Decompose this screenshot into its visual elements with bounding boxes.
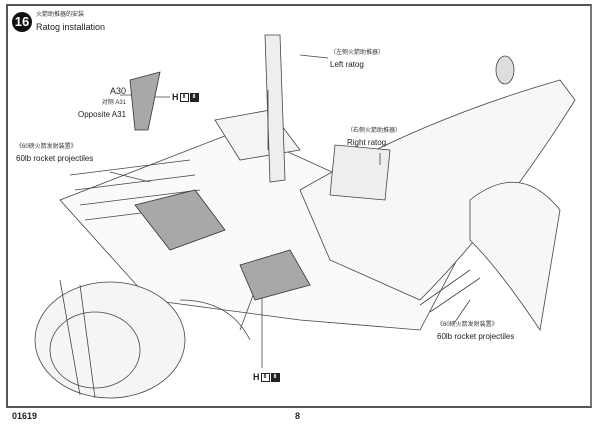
step-title-en: Ratog installation — [36, 22, 106, 32]
rockets-right-callout: 《60磅火箭发射装置》 60lb rocket projectiles — [437, 321, 514, 342]
rockets-left-cn: 《60磅火箭发射装置》 — [16, 144, 77, 150]
paint-code: H — [172, 92, 179, 102]
paint-chip: 8 — [270, 372, 280, 382]
part-a30 — [129, 71, 161, 131]
left-ratog-callout: （左侧火箭助推器） Left ratog — [330, 49, 384, 70]
page-border — [6, 4, 592, 408]
part-callout-a30: A30 对侧 A31 Opposite A31 — [78, 86, 126, 120]
rockets-left-en: 60lb rocket projectiles — [16, 154, 94, 163]
step-title-cn: 火箭助推器的安装 — [36, 12, 85, 18]
paint-chip: 8 — [189, 92, 199, 102]
left-ratog-en: Left ratog — [330, 60, 364, 69]
rockets-right-cn: 《60磅火箭发射装置》 — [437, 322, 498, 328]
rockets-left-callout: 《60磅火箭发射装置》 60lb rocket projectiles — [16, 143, 93, 164]
right-ratog-en: Right ratog — [347, 138, 387, 147]
rockets-right-en: 60lb rocket projectiles — [437, 332, 515, 341]
paint-callout-top: H 8 8 — [172, 92, 199, 102]
paint-callout-bottom: H 8 8 — [253, 372, 280, 382]
paint-chip: 8 — [179, 92, 189, 102]
page-number: 8 — [295, 411, 301, 421]
right-ratog-cn: （右侧火箭助推器） — [347, 128, 402, 134]
paint-chip: 8 — [260, 372, 270, 382]
opposite-label-cn: 对侧 A31 — [101, 100, 127, 106]
kit-number: 01619 — [12, 411, 38, 421]
left-ratog-cn: （左侧火箭助推器） — [330, 50, 385, 56]
step-number-badge: 16 — [12, 12, 32, 32]
bay-left — [134, 189, 226, 251]
bay-right — [239, 249, 311, 301]
opposite-label-en: Opposite A31 — [78, 110, 127, 119]
paint-code: H — [253, 372, 260, 382]
right-ratog-callout: （右侧火箭助推器） Right ratog — [347, 127, 401, 148]
step-title: 火箭助推器的安装 Ratog installation — [36, 11, 105, 33]
part-label-a30: A30 — [110, 86, 127, 96]
